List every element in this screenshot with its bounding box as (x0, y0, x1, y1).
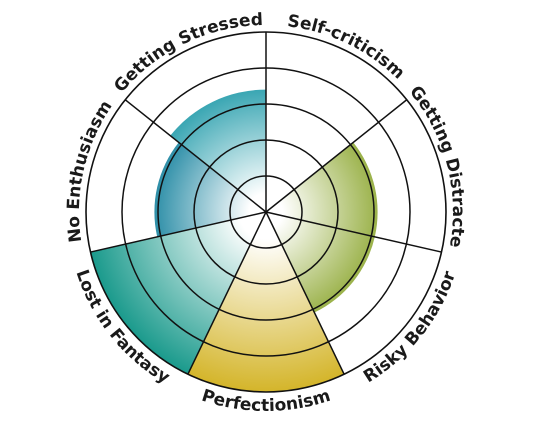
wedge-risky-behavior (266, 212, 375, 313)
grid-spoke-5 (90, 211, 267, 253)
grid-spoke-3 (265, 211, 345, 375)
grid-spoke-1 (265, 99, 408, 213)
wedge-perfectionism (187, 212, 345, 392)
grid-spoke-4 (187, 211, 267, 375)
grid-spoke-6 (124, 99, 267, 213)
label-risky-behavior: Risky Behavior (360, 268, 460, 387)
wedge-getting-stressed (170, 89, 266, 212)
grid-spoke-2 (265, 211, 442, 253)
wedge-getting-distracted (266, 142, 378, 237)
chart-grid (85, 31, 447, 393)
wedge-no-enthusiasm (154, 142, 266, 237)
segment-fills (90, 89, 378, 392)
label-getting-stressed: Getting Stressed (110, 10, 263, 97)
